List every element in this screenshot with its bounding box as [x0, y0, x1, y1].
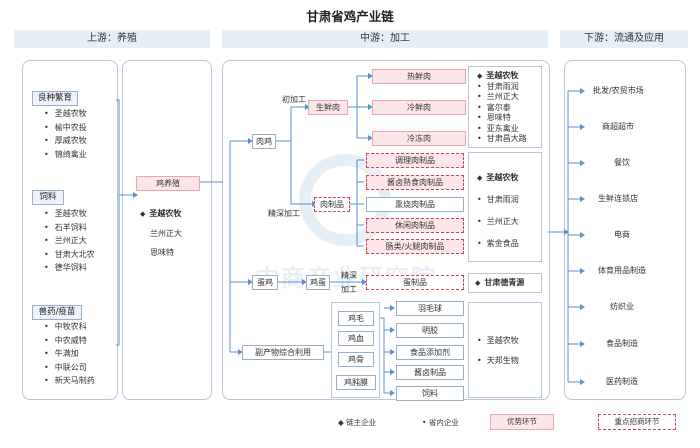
- byproduct-item: 羽毛球: [396, 301, 464, 316]
- breeding-list: 圣越农牧 榆中农投 厚威农牧 锦绮禽业: [44, 107, 87, 161]
- list-item: 德华饲料: [44, 261, 95, 275]
- fresh-companies-box: 圣越农牧 甘肃雨润 兰州正大 富尔泰 恩味特 亚东禽业 甘肃昌大路: [468, 66, 542, 148]
- company-item: 甘肃雨润: [477, 189, 541, 211]
- list-item: 甘肃大北农: [44, 248, 95, 262]
- byproduct-item: 酱卤制品: [396, 365, 464, 380]
- company-item: 天邦生物: [477, 351, 541, 371]
- list-item: 圣越农牧: [44, 107, 87, 121]
- company-item: 紫金食品: [477, 233, 541, 255]
- feed-list: 圣越农牧 石羊饲料 兰州正大 甘肃大北农 德华饲料: [44, 207, 95, 275]
- group-feed-title: 饲料: [32, 190, 64, 205]
- company-item: 恩味特: [477, 113, 541, 124]
- fresh-item-chilled: 冷鲜肉: [372, 100, 466, 115]
- group-breeding-title: 良种繁育: [32, 91, 78, 106]
- downstream-item: 餐饮: [614, 158, 630, 167]
- product-item: 肠类/火腿肉制品: [366, 239, 464, 254]
- downstream-item: 纺织业: [610, 302, 634, 311]
- company-item: 圣越农牧: [477, 331, 541, 351]
- downstream-item: 电商: [614, 230, 630, 239]
- farming-companies: 圣越农牧 兰州正大 恩味特: [140, 204, 182, 262]
- fresh-meat-box: 生鲜肉: [308, 100, 348, 115]
- list-item: 圣越农牧: [44, 207, 95, 221]
- label-deep-process: 精深加工: [268, 209, 300, 218]
- product-item: 休闲肉制品: [366, 218, 464, 233]
- byproduct-companies-box: 圣越农牧 天邦生物: [468, 302, 542, 398]
- company-item: 兰州正大: [477, 211, 541, 233]
- list-item: 牛满加: [44, 347, 95, 361]
- legend-advantage: 优势环节: [490, 414, 554, 430]
- byproduct-item: 明胶: [396, 323, 464, 338]
- legend-label: 省内企业: [428, 418, 459, 427]
- byproduct-source: 鸡毛: [338, 311, 374, 326]
- byproduct-source: 鸡肫膜: [336, 375, 376, 390]
- meat-products-box: 肉制品: [314, 197, 350, 212]
- legend-focus: 重点招商环节: [598, 414, 676, 430]
- byproduct-source: 鸡骨: [338, 352, 374, 367]
- byproduct-item: 食品添加剂: [396, 345, 464, 360]
- list-item: 石羊饲料: [44, 221, 95, 235]
- list-item: 中联公司: [44, 361, 95, 375]
- byproduct-item: 饲料: [396, 386, 464, 401]
- vet-list: 中牧农科 中农威特 牛满加 中联公司 新天马制药: [44, 320, 95, 388]
- list-item: 兰州正大: [44, 234, 95, 248]
- company-item: 亚东禽业: [477, 124, 541, 135]
- product-item: 熏烧肉制品: [366, 197, 464, 212]
- company-head: 圣越农牧: [477, 167, 541, 189]
- company-head: 圣越农牧: [477, 71, 541, 82]
- product-companies-box: 圣越农牧 甘肃雨润 兰州正大 紫金食品: [468, 152, 542, 262]
- list-item: 中牧农科: [44, 320, 95, 334]
- downstream-item: 医药制造: [606, 377, 638, 386]
- legend-label: 链主企业: [346, 418, 377, 427]
- upstream-farming-panel: [122, 60, 212, 400]
- list-item: 新天马制药: [44, 374, 95, 388]
- company-item: 甘肃雨润: [477, 82, 541, 93]
- downstream-item: 批发/农贸市场: [593, 86, 644, 95]
- legend-key-company: ◆ 链主企业: [338, 417, 376, 428]
- company-head: 甘肃德青源: [475, 277, 541, 290]
- label-deep-1: 精深: [341, 271, 357, 280]
- list-item: 厚威农牧: [44, 134, 87, 148]
- band-downstream: 下游：流通及应用: [560, 30, 688, 48]
- company-item: 富尔泰: [477, 103, 541, 114]
- company-item: 恩味特: [150, 248, 174, 257]
- legend-local-company: • 省内企业: [422, 417, 459, 428]
- page-title: 甘肃省鸡产业链: [306, 9, 394, 24]
- list-item: 榆中农投: [44, 121, 87, 135]
- company-head: 圣越农牧: [140, 204, 182, 224]
- label-first-process: 初加工: [282, 95, 306, 104]
- company-item: 兰州正大: [150, 229, 182, 238]
- fresh-item-hot: 热鲜肉: [372, 69, 466, 84]
- byproducts-box dash: 副产物综合利用: [242, 345, 324, 360]
- band-upstream: 上游：养殖: [14, 30, 210, 48]
- downstream-item: 商超超市: [602, 122, 634, 131]
- product-item: 调理肉制品: [366, 153, 464, 168]
- label-deep-2: 加工: [341, 285, 357, 294]
- diamond-icon: ◆: [338, 418, 344, 427]
- company-item: 甘肃昌大路: [477, 134, 541, 145]
- egg-box: 鸡蛋: [306, 275, 330, 290]
- byproduct-source: 鸡血: [338, 331, 374, 346]
- list-item: 锦绮禽业: [44, 148, 87, 162]
- meat-chicken-box: 肉鸡: [252, 134, 276, 149]
- egg-companies-box: 甘肃德青源: [468, 273, 542, 293]
- downstream-item: 体育用品制造: [598, 266, 646, 275]
- group-vet-title: 兽药/疫苗: [32, 305, 82, 320]
- company-item: 兰州正大: [477, 92, 541, 103]
- band-midstream: 中游：加工: [222, 30, 548, 48]
- farming-box: 鸡养殖: [136, 176, 200, 191]
- downstream-panel: [564, 60, 686, 400]
- bullet-icon: •: [422, 418, 427, 427]
- product-item: 酱卤熟食肉制品: [366, 175, 464, 190]
- egg-chicken-box: 蛋鸡: [252, 275, 278, 290]
- downstream-item: 食品制造: [606, 339, 638, 348]
- egg-product-box: 蛋制品: [366, 275, 464, 290]
- list-item: 中农威特: [44, 334, 95, 348]
- downstream-item: 生鲜连锁店: [598, 194, 638, 203]
- fresh-item-frozen: 冷冻肉: [372, 131, 466, 146]
